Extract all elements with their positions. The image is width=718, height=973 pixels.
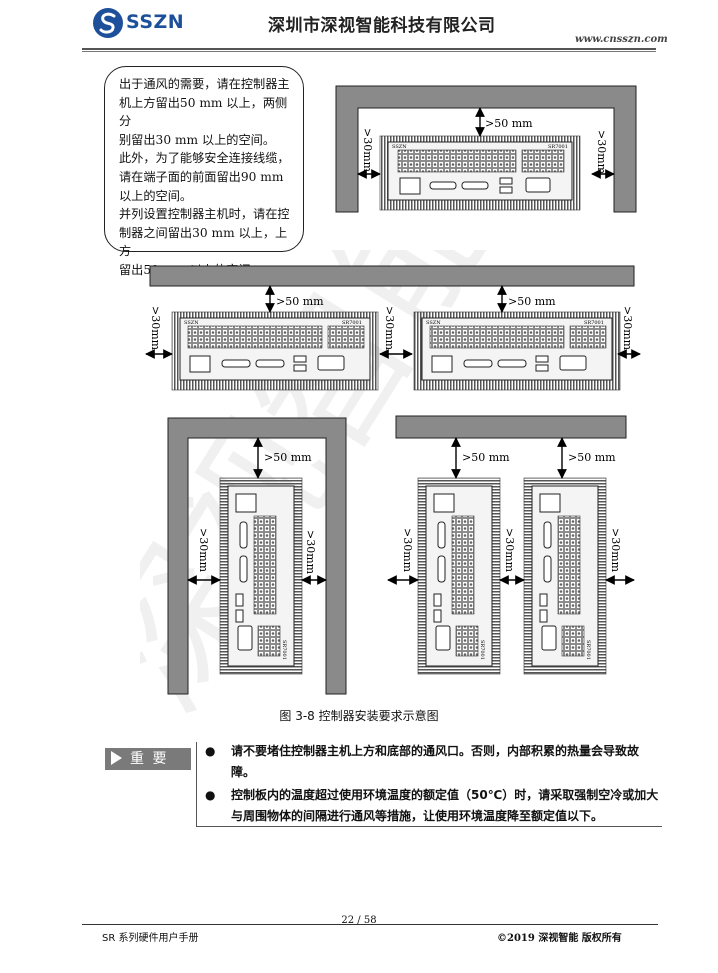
bullet-icon: ● (205, 788, 216, 802)
device-horizontal: SSZN SR7001 (413, 311, 621, 391)
play-triangle-icon (111, 751, 122, 765)
label-side: >30mm (503, 528, 516, 573)
label-side: >30mm (595, 130, 608, 175)
label-side: >30mm (361, 128, 374, 173)
header-rule-thin (82, 51, 656, 52)
label-side: >30mm (304, 530, 317, 575)
footer-rule (82, 924, 658, 925)
website-url: www.cnsszn.com (575, 34, 668, 45)
installation-diagram: SSZN SR7001 >50 mm >30mm >30mm SSZN SR70… (145, 85, 641, 695)
label-top: >50 mm (264, 451, 312, 464)
wall-top-pair (149, 265, 635, 287)
note-line: 并列设置控制器主机时，请在控 (119, 207, 290, 222)
sszn-logo-icon (93, 8, 123, 38)
important-underline (196, 826, 662, 827)
page-number: 22 / 58 (341, 915, 377, 926)
company-name: 深圳市深视智能科技有限公司 (268, 16, 496, 36)
note-line: 别留出30 mm 以上的空间。 (119, 132, 276, 147)
important-item: ● 控制板内的温度超过使用环境温度的额定值（50℃）时，请采取强制空冷或加大与周… (205, 785, 660, 827)
label-side: >30mm (609, 528, 622, 573)
important-list: ● 请不要堵住控制器主机上方和底部的通风口。否则，内部积累的热量会导致故障。 ●… (205, 741, 660, 829)
wall-vertical-single (167, 417, 347, 695)
note-line: 制器之间留出30 mm 以上，上方 (119, 225, 288, 259)
important-divider (196, 742, 197, 826)
note-line: 机上方留出50 mm 以上，两侧分 (119, 95, 288, 129)
note-line: 出于通风的需要，请在控制器主 (119, 77, 290, 91)
device-model: SR7001 (584, 320, 604, 326)
device-model: SR7001 (479, 640, 485, 660)
device-vertical: SR7001 (523, 477, 607, 675)
header-rule (82, 48, 656, 50)
bullet-icon: ● (205, 744, 216, 758)
logo-text: SSZN (126, 11, 185, 33)
header-logo: SSZN (92, 6, 188, 40)
note-line: 以上的空间。 (119, 188, 193, 203)
device-brand: SSZN (184, 320, 199, 326)
important-item: ● 请不要堵住控制器主机上方和底部的通风口。否则，内部积累的热量会导致故障。 (205, 741, 660, 783)
important-text: 控制板内的温度超过使用环境温度的额定值（50℃）时，请采取强制空冷或加大与周围物… (231, 788, 659, 823)
label-side: >30mm (197, 528, 210, 573)
important-badge: 重 要 (105, 748, 191, 770)
label-side: >30mm (149, 306, 162, 351)
label-top: >50 mm (508, 295, 556, 308)
device-vertical: SR7001 (417, 477, 501, 675)
wall-top-single (335, 85, 637, 213)
device-model: SR7001 (548, 144, 568, 150)
label-top: >50 mm (568, 451, 616, 464)
important-text: 请不要堵住控制器主机上方和底部的通风口。否则，内部积累的热量会导致故障。 (231, 744, 640, 779)
manual-title: SR 系列硬件用户手册 (102, 933, 199, 944)
copyright: ©2019 深视智能 版权所有 (497, 933, 622, 944)
label-side: >30mm (383, 306, 396, 351)
important-label: 重 要 (130, 751, 169, 767)
device-brand: SSZN (426, 320, 441, 326)
device-vertical: SR7001 (219, 477, 303, 675)
label-top: >50 mm (485, 117, 533, 130)
label-top: >50 mm (462, 451, 510, 464)
wall-vertical-pair (395, 415, 627, 439)
note-line: 请在端子面的前面留出90 mm (119, 169, 284, 184)
device-model: SR7001 (585, 640, 591, 660)
note-line: 此外，为了能够安全连接线缆， (119, 151, 290, 166)
device-model: SR7001 (281, 640, 287, 660)
device-model: SR7001 (342, 320, 362, 326)
figure-caption: 图 3-8 控制器安装要求示意图 (279, 709, 439, 723)
label-side: >30mm (621, 306, 634, 351)
device-brand: SSZN (392, 144, 407, 150)
device-horizontal: SSZN SR7001 (171, 311, 379, 391)
label-top: >50 mm (276, 295, 324, 308)
label-side: >30mm (401, 528, 414, 573)
device-horizontal: SSZN SR7001 (379, 135, 581, 211)
